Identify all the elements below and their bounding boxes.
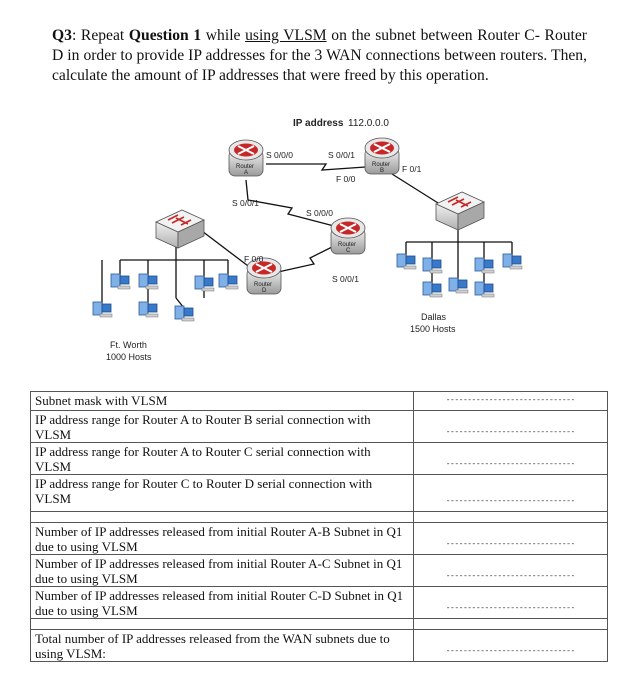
- answer-blank[interactable]: ------------------------------: [412, 442, 609, 475]
- if-a-s001: S 0/0/1: [232, 198, 259, 208]
- ip-address-value: 112.0.0.0: [348, 118, 389, 129]
- if-c-s001: S 0/0/1: [332, 274, 359, 284]
- if-c-s000: S 0/0/0: [306, 208, 333, 218]
- pc-icon: [194, 275, 215, 292]
- question-colon: : Repeat: [71, 27, 129, 44]
- table-row: IP address range for Router C to Router …: [30, 474, 609, 512]
- network-diagram: IP address 112.0.0.0 Router A Router B R…: [92, 118, 523, 362]
- ip-address-label: IP address: [293, 118, 344, 129]
- row-label: Number of IP addresses released from ini…: [30, 586, 414, 619]
- row-label: IP address range for Router A to Router …: [30, 442, 414, 475]
- if-d-f00: F 0/0: [244, 254, 264, 264]
- link-a-c: [245, 179, 335, 227]
- row-label: Subnet mask with VLSM: [30, 391, 414, 411]
- pc-icon: [218, 273, 239, 290]
- pc-icon: [502, 253, 523, 270]
- pc-icon: [174, 305, 195, 322]
- links: [101, 163, 513, 309]
- table-row: Number of IP addresses released from ini…: [30, 586, 609, 619]
- row-label: IP address range for Router A to Router …: [30, 410, 414, 443]
- row-label: Total number of IP addresses released fr…: [30, 629, 414, 662]
- pc-icon: [422, 281, 443, 298]
- question-mid: while: [201, 27, 246, 44]
- pc-icon: [396, 253, 417, 270]
- site-left-name: Ft. Worth: [110, 340, 147, 350]
- router-b: Router B: [364, 137, 400, 175]
- answer-blank[interactable]: ------------------------------: [412, 554, 609, 587]
- switch-right: [435, 191, 485, 231]
- table-row: Number of IP addresses released from ini…: [30, 554, 609, 587]
- router-d: Router D: [246, 257, 282, 295]
- pc-icon: [448, 277, 469, 294]
- table-row: Number of IP addresses released from ini…: [30, 522, 609, 555]
- router-a-id: A: [244, 170, 248, 176]
- table-spacer: [30, 511, 609, 523]
- switch-left: [155, 209, 205, 249]
- table-row: Total number of IP addresses released fr…: [30, 629, 609, 662]
- link-b-switch: [391, 173, 447, 209]
- table-row: IP address range for Router A to Router …: [30, 442, 609, 475]
- router-a: Router A: [228, 139, 264, 177]
- if-b-f01: F 0/1: [402, 164, 422, 174]
- pc-icon: [110, 273, 131, 290]
- router-c: Router C: [330, 217, 366, 255]
- table-row: Subnet mask with VLSM ------------------…: [30, 391, 609, 411]
- row-label: IP address range for Router C to Router …: [30, 474, 414, 512]
- question-text: Q3: Repeat Question 1 while using VLSM o…: [52, 26, 587, 86]
- question-number: Q3: [52, 27, 72, 44]
- site-left-hosts: 1000 Hosts: [106, 352, 152, 362]
- link-a-b: [266, 163, 381, 171]
- router-b-name: Router: [372, 162, 390, 168]
- router-d-name: Router: [254, 282, 272, 288]
- pc-icon: [138, 301, 159, 318]
- table-row: IP address range for Router A to Router …: [30, 410, 609, 443]
- answer-blank[interactable]: ------------------------------: [412, 410, 609, 443]
- answer-blank[interactable]: ------------------------------: [412, 474, 609, 512]
- question-reference: Question 1: [128, 27, 202, 44]
- router-b-id: B: [380, 168, 384, 174]
- pc-icon: [92, 301, 113, 318]
- router-d-id: D: [262, 288, 267, 294]
- vlsm-phrase: using VLSM: [245, 27, 327, 44]
- pc-icon: [474, 281, 495, 298]
- link-d-switch: [197, 227, 257, 273]
- answer-blank[interactable]: ------------------------------: [412, 391, 609, 411]
- router-c-id: C: [346, 248, 351, 254]
- if-a-s000: S 0/0/0: [266, 150, 293, 160]
- if-b-s001: S 0/0/1: [328, 150, 355, 160]
- pc-icon: [422, 257, 443, 274]
- answer-blank[interactable]: ------------------------------: [412, 586, 609, 619]
- site-right-hosts: 1500 Hosts: [410, 324, 456, 334]
- row-label: Number of IP addresses released from ini…: [30, 554, 414, 587]
- site-right-name: Dallas: [421, 312, 447, 322]
- router-a-name: Router: [236, 164, 254, 170]
- link-c-d: [277, 243, 339, 273]
- question-rest: on the subnet between Router C- Router D…: [52, 27, 588, 84]
- pc-icon: [474, 257, 495, 274]
- pc-icon: [138, 273, 159, 290]
- answer-table: Subnet mask with VLSM ------------------…: [30, 391, 609, 662]
- answer-blank[interactable]: ------------------------------: [412, 629, 609, 662]
- router-c-name: Router: [338, 242, 356, 248]
- if-b-f00: F 0/0: [336, 174, 356, 184]
- table-spacer: [30, 618, 609, 630]
- row-label: Number of IP addresses released from ini…: [30, 522, 414, 555]
- answer-blank[interactable]: ------------------------------: [412, 522, 609, 555]
